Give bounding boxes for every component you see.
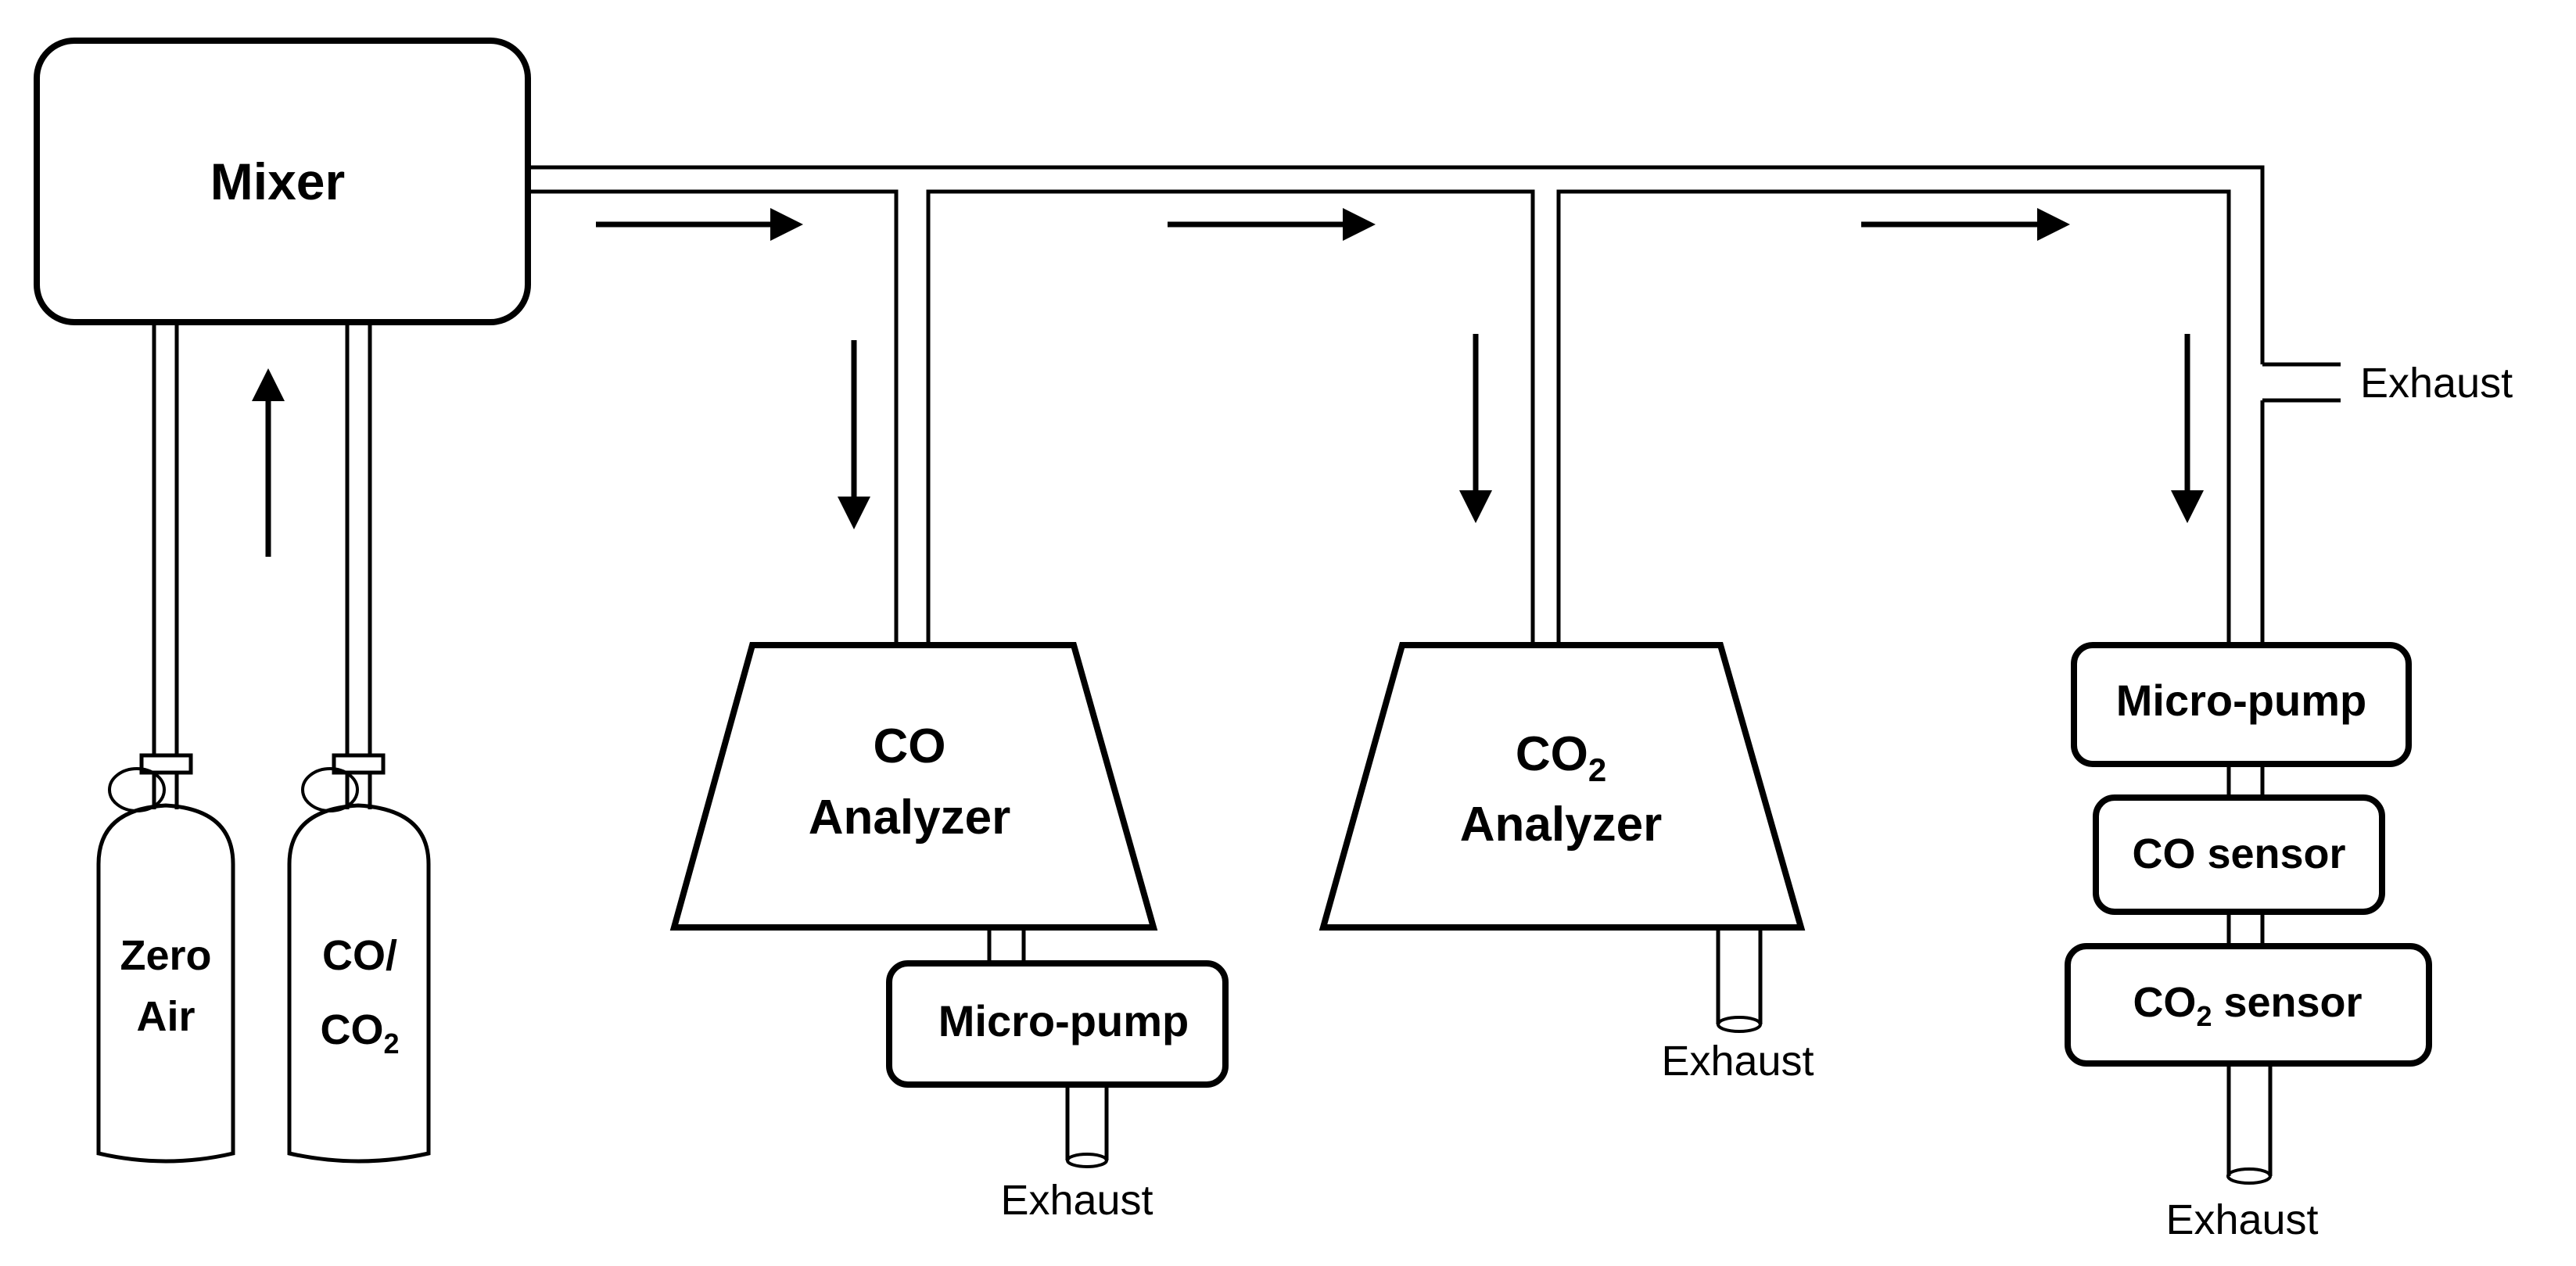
- supply-lines: [152, 322, 372, 757]
- exhaust-label-co2-analyzer: Exhaust: [1661, 1038, 1814, 1085]
- cylinder-co-co2: CO/ CO2: [287, 753, 431, 1164]
- co2-analyzer-line1: CO2: [1516, 727, 1606, 788]
- exhaust-label-sensor-stack: Exhaust: [2165, 1196, 2318, 1243]
- co-analyzer: CO Analyzer: [669, 642, 1158, 963]
- co2-sensor-label: CO2 sensor: [2133, 979, 2362, 1032]
- co-analyzer-line1: CO: [874, 719, 946, 773]
- cylinder-body: [287, 803, 431, 1164]
- micro-pump-box: [886, 960, 1229, 1088]
- cylinder-valve: [332, 753, 386, 775]
- zero-air-line1: Zero: [120, 932, 211, 979]
- flow-arrows: [252, 208, 2204, 557]
- main-manifold: [528, 165, 2341, 645]
- micro-pump-label: Micro-pump: [938, 996, 1189, 1045]
- zero-air-line2: Air: [136, 993, 195, 1040]
- exhaust-tube: [1065, 1085, 1109, 1168]
- co-analyzer-micro-pump: Micro-pump Exhaust: [886, 960, 1229, 1224]
- sensor-stack-micro-pump: [2071, 642, 2412, 767]
- co2-analyzer-line2: Analyzer: [1460, 798, 1662, 852]
- co-analyzer-line2: Analyzer: [809, 791, 1010, 845]
- co-sensor-label: CO sensor: [2132, 830, 2345, 877]
- mixer: Mixer: [34, 38, 531, 325]
- sensor-stack-micro-pump-label: Micro-pump: [2116, 676, 2366, 725]
- cylinder-zero-air: Zero Air: [96, 753, 235, 1164]
- sensor-stack: Micro-pump CO sensor CO2 sensor Exhaust: [2065, 642, 2432, 1243]
- mixer-box: [34, 38, 531, 325]
- exhaust-tube: [1716, 927, 1763, 1033]
- cylinder-body: [96, 803, 235, 1164]
- exhaust-label-co-analyzer: Exhaust: [1000, 1177, 1153, 1224]
- cylinder-valve: [139, 753, 193, 775]
- exhaust-tube: [2226, 1063, 2273, 1185]
- co2-analyzer-body: [1318, 642, 1806, 931]
- co2-sensor-box: [2065, 943, 2432, 1067]
- mixer-label: Mixer: [210, 152, 345, 210]
- co2-analyzer: CO2 Analyzer Exhaust: [1318, 642, 1814, 1085]
- co-sensor-box: [2093, 794, 2385, 915]
- co-co2-line2: CO2: [320, 1006, 399, 1060]
- co-analyzer-body: [669, 642, 1158, 931]
- exhaust-label-bypass: Exhaust: [2360, 360, 2513, 407]
- co-co2-line1: CO/: [322, 932, 397, 979]
